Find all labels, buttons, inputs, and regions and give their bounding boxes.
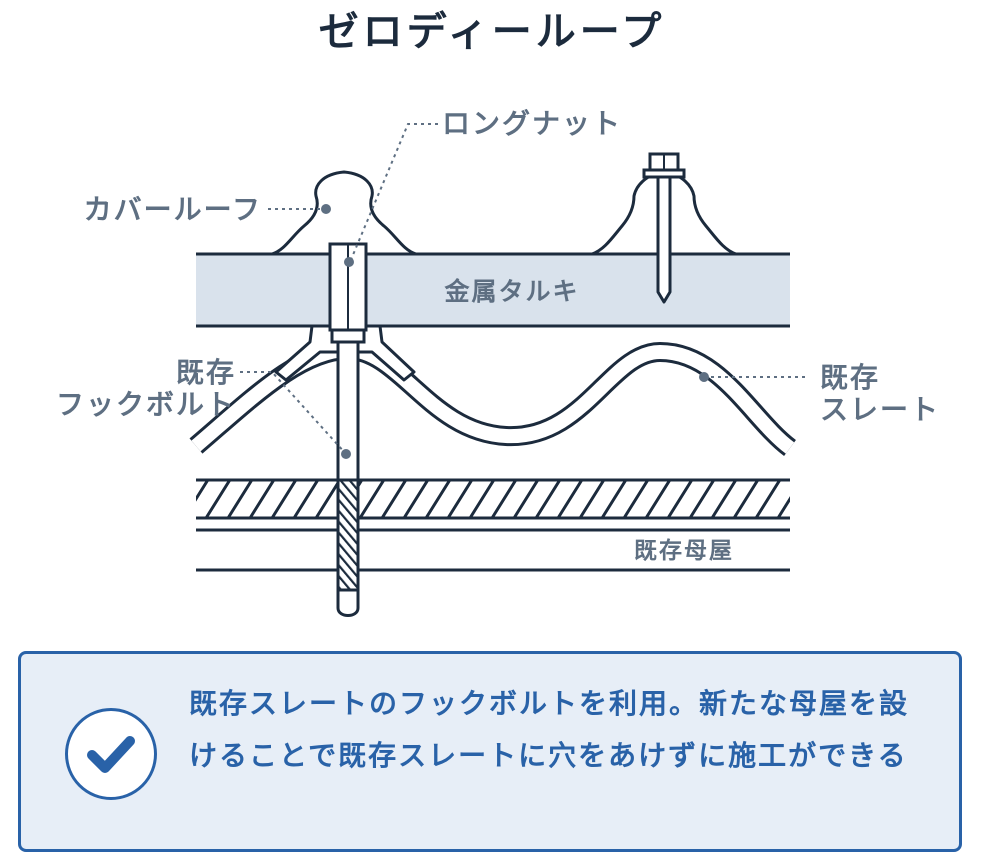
page-title: ゼロディーループ <box>318 9 666 55</box>
bracket-fitting <box>274 324 416 382</box>
leader-hook-bolt <box>240 371 347 455</box>
hook-bolt-threaded <box>336 478 360 592</box>
label-hook-bolt-line2: フックボルト <box>56 388 236 421</box>
note-box: 既存スレートのフックボルトを利用。新たな母屋を設けることで既存スレートに穴をあけ… <box>18 651 962 852</box>
label-long-nut: ロングナット <box>442 107 622 140</box>
check-icon <box>87 736 135 773</box>
cover-roof-left <box>271 170 417 256</box>
metal-purlin <box>196 254 790 326</box>
leader-dot-hook-bolt <box>341 449 351 459</box>
note-text: 既存スレートのフックボルトを利用。新たな母屋を設けることで既存スレートに穴をあけ… <box>189 687 910 772</box>
label-cover-roof: カバールーフ <box>84 193 262 226</box>
right-screw-shaft <box>656 175 672 304</box>
label-metal-purlin: 金属タルキ <box>443 277 579 306</box>
label-hook-bolt-line1: 既存 <box>176 356 236 389</box>
check-badge <box>65 708 157 800</box>
hook-bolt-shaft <box>336 340 360 484</box>
leader-dot-long-nut <box>344 257 354 267</box>
leader-dot-cover-roof <box>321 204 331 214</box>
roof-section-diagram: ロングナット カバールーフ 金属タルキ 既存 フックボルト 既存 スレート 既存… <box>56 107 940 617</box>
label-existing-purlin: 既存母屋 <box>634 537 734 564</box>
leader-dot-existing-slate <box>699 372 709 382</box>
label-existing-slate-line2: スレート <box>820 393 940 426</box>
existing-purlin-hatch <box>196 480 790 518</box>
leader-long-nut <box>349 123 438 263</box>
hook-bolt-tip <box>336 588 360 617</box>
label-existing-slate-line1: 既存 <box>820 361 880 394</box>
